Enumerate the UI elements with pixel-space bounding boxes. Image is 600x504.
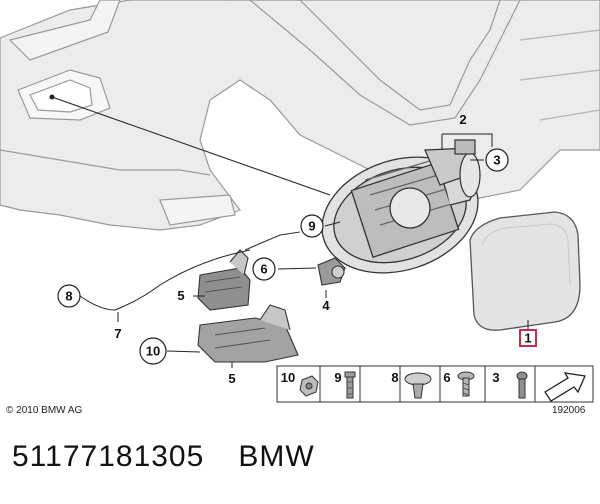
svg-text:6: 6: [260, 262, 267, 277]
plastic-clip-icon: [404, 372, 432, 399]
torx-screw-icon: [457, 371, 475, 397]
svg-text:1: 1: [524, 331, 531, 346]
actuator-lower: [197, 304, 299, 363]
fuel-filler-flap: [469, 211, 581, 331]
svg-text:9: 9: [308, 219, 315, 234]
diagram-id: 192006: [552, 405, 586, 416]
screw-icon: [516, 371, 528, 399]
expanding-rivet-icon: [344, 371, 356, 399]
part-number: 51177181305: [12, 440, 205, 473]
pin-part-4: [317, 257, 346, 286]
callout-8: 8: [57, 284, 81, 308]
callout-6: 6: [252, 257, 276, 281]
body-side-panel: [0, 0, 600, 231]
fuel-filler-flap-diagram: 8 6 9 3 10 2 4 5 5 7 1 10 9: [0, 0, 600, 403]
label-2: 2: [459, 112, 466, 127]
label-7: 7: [114, 326, 121, 341]
legend-num-8: 8: [391, 370, 398, 385]
callout-1-highlight: 1: [519, 329, 537, 347]
arrow-icon: [544, 372, 586, 402]
brand-name: BMW: [238, 440, 315, 473]
legend-num-3: 3: [492, 370, 499, 385]
callout-10: 10: [139, 337, 167, 365]
svg-text:8: 8: [65, 289, 72, 304]
label-4: 4: [322, 298, 330, 313]
svg-text:10: 10: [146, 344, 160, 359]
parts-legend: 10 9 8 6 3: [276, 365, 594, 403]
callout-9: 9: [300, 214, 324, 238]
callout-3: 3: [485, 148, 509, 172]
actuator-upper: [197, 231, 301, 311]
leader-lines: [49, 94, 529, 368]
label-5-upper: 5: [177, 288, 184, 303]
part-caption: 51177181305 BMW: [12, 440, 315, 474]
legend-num-9: 9: [334, 370, 341, 385]
legend-num-6: 6: [443, 370, 450, 385]
label-5-lower: 5: [228, 371, 235, 386]
legend-num-10: 10: [281, 370, 295, 385]
copyright-text: © 2010 BMW AG: [6, 405, 83, 416]
hex-nut-icon: [299, 375, 319, 397]
svg-text:3: 3: [493, 153, 500, 168]
lock-actuator: [424, 139, 481, 198]
